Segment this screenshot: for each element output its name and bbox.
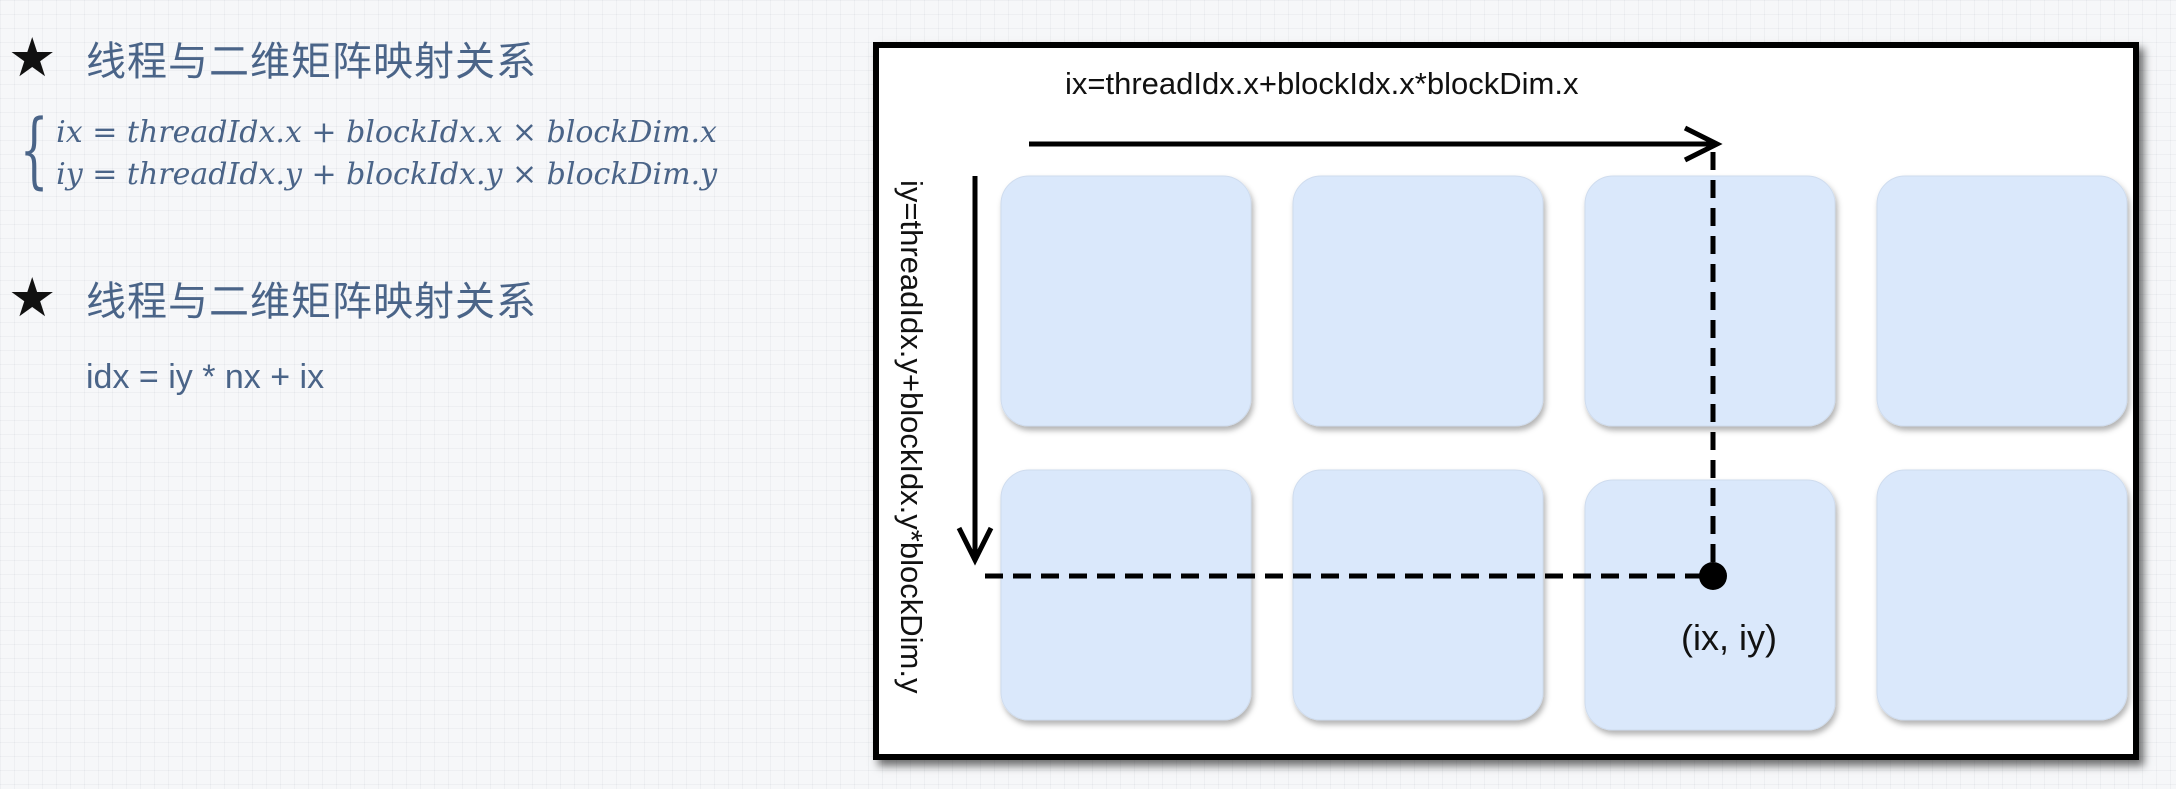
- star-icon: ★: [8, 266, 57, 329]
- linear-index-formula: idx = iy * nx + ix: [86, 358, 325, 396]
- section-title-2: 线程与二维矩阵映射关系: [86, 279, 537, 325]
- thread-point-marker: [1699, 562, 1727, 590]
- y-direction-arrow: [956, 176, 994, 566]
- formula-ix: ix = threadIdx.x + blockIdx.x × blockDim…: [56, 115, 717, 150]
- star-icon: ★: [8, 26, 57, 89]
- block-0-3: [1876, 175, 2128, 427]
- block-0-2: [1584, 175, 1836, 427]
- index-formula-system: { ix = threadIdx.x + blockIdx.x × blockD…: [8, 103, 718, 198]
- section-title-1: 线程与二维矩阵映射关系: [86, 39, 537, 85]
- block-1-0: [1000, 469, 1252, 721]
- block-1-3: [1876, 469, 2128, 721]
- left-brace: {: [19, 103, 49, 198]
- ix-formula-label: ix=threadIdx.x+blockIdx.x*blockDim.x: [1065, 66, 1579, 101]
- thread-mapping-diagram: ix=threadIdx.x+blockIdx.x*blockDim.x iy=…: [873, 42, 2139, 760]
- diagram-canvas: ix=threadIdx.x+blockIdx.x*blockDim.x iy=…: [894, 66, 2128, 731]
- formula-iy: iy = threadIdx.y + blockIdx.y × blockDim…: [56, 157, 718, 192]
- section-heading-2: ★ 线程与二维矩阵映射关系: [8, 268, 537, 328]
- section-heading-1: ★ 线程与二维矩阵映射关系: [8, 28, 537, 88]
- block-0-1: [1292, 175, 1544, 427]
- block-0-0: [1000, 175, 1252, 427]
- block-1-2: [1584, 479, 1836, 731]
- point-coordinate-label: (ix, iy): [1681, 617, 1777, 658]
- x-direction-arrow: [1029, 125, 1723, 163]
- block-grid: [1000, 175, 2128, 731]
- block-1-1: [1292, 469, 1544, 721]
- iy-formula-label: iy=threadIdx.y+blockIdx.y*blockDim.y: [894, 180, 929, 694]
